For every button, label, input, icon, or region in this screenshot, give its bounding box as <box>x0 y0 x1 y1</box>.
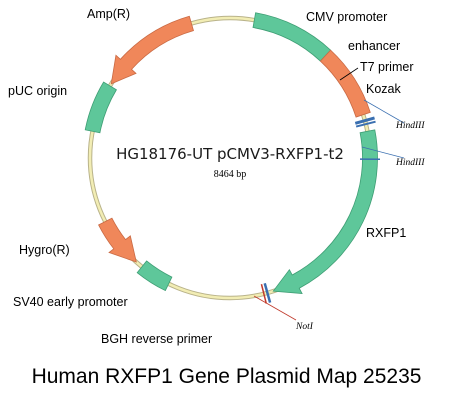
feature-sv40 <box>136 260 173 292</box>
label-amp: Amp(R) <box>87 7 130 21</box>
leader-hind1 <box>363 99 405 124</box>
leader-not1 <box>253 295 297 321</box>
label-rxfp1: RXFP1 <box>366 226 406 240</box>
primer-kozak <box>355 120 376 128</box>
plasmid-name: HG18176-UT pCMV3-RXFP1-t2 <box>116 145 344 163</box>
leaders-layer <box>253 67 405 321</box>
site-label-not1: NotI <box>295 322 314 332</box>
site-mark-not1 <box>260 283 268 304</box>
label-cmv: CMV promoter <box>306 10 387 24</box>
plasmid-size: 8464 bp <box>214 169 247 180</box>
features-layer <box>84 12 381 304</box>
feature-puc <box>84 81 117 134</box>
label-puc: pUC origin <box>8 84 67 98</box>
label-kozak: Kozak <box>366 82 401 96</box>
leader-t7 <box>339 67 359 81</box>
site-label-hind1: HindIII <box>395 121 425 131</box>
site-label-hind2: HindIII <box>395 158 425 168</box>
label-t7: T7 primer <box>360 60 413 74</box>
leader-hind2 <box>361 146 405 159</box>
primer-bgh <box>263 282 272 303</box>
label-sv40: SV40 early promoter <box>13 295 128 309</box>
map-caption: Human RXFP1 Gene Plasmid Map 25235 <box>31 365 422 388</box>
primer-t7 <box>354 116 375 125</box>
label-enhancer: enhancer <box>348 39 400 53</box>
feature-amp <box>110 15 194 85</box>
label-hygro: Hygro(R) <box>19 243 70 257</box>
feature-rxfp1 <box>272 129 378 294</box>
feature-hygro <box>98 217 137 263</box>
feature-enhancer <box>319 49 371 118</box>
label-bgh: BGH reverse primer <box>101 332 212 346</box>
